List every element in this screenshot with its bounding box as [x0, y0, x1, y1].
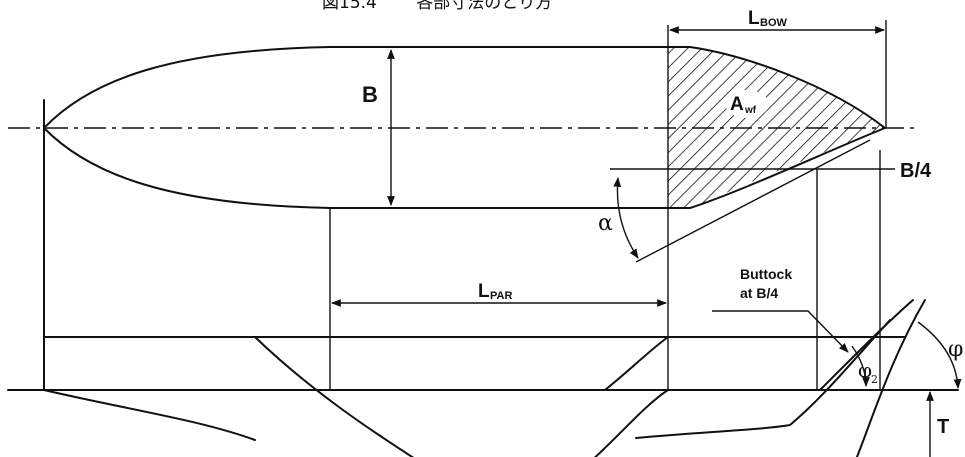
lbow-label-sub: BOW — [760, 17, 788, 29]
waterline-lower — [43, 127, 886, 209]
phi2-arc — [851, 345, 870, 387]
waterline-upper — [43, 46, 886, 129]
buttock-b4-curve — [635, 319, 891, 439]
beam-label: B — [362, 82, 378, 107]
stem-profile-curve — [855, 299, 926, 457]
alpha-arc — [613, 177, 639, 259]
awf-label-bg — [725, 90, 769, 118]
draft-label: T — [937, 416, 949, 438]
aft-buttock-curve — [254, 336, 415, 457]
figure-caption: 図15.4 各部寸法のとり方 — [322, 0, 552, 13]
buttock-leader-line — [712, 310, 849, 353]
phi-label: φ — [948, 337, 963, 362]
phi2-label-main: φ — [858, 358, 872, 382]
lpar-label-main: L — [478, 281, 490, 302]
bow-waterline-curve — [819, 299, 914, 391]
lbow-label-main: L — [748, 8, 760, 29]
stern-profile-curve — [43, 389, 256, 441]
awf-label-main: A — [730, 94, 744, 115]
awf-label-sub: wf — [744, 105, 757, 116]
lpar-label-sub: PAR — [490, 290, 512, 302]
quarter-beam-label: B/4 — [900, 160, 932, 182]
fore-keel-curve — [593, 389, 669, 457]
buttock-label-line2: at B/4 — [740, 285, 778, 301]
buttock-label-line1: Buttock — [740, 266, 792, 282]
entrance-tangent-line — [635, 139, 871, 263]
phi-arc — [917, 321, 962, 389]
phi2-label-sub: 2 — [871, 373, 878, 386]
alpha-label: α — [598, 211, 613, 236]
forebody-section-curve — [604, 336, 669, 391]
